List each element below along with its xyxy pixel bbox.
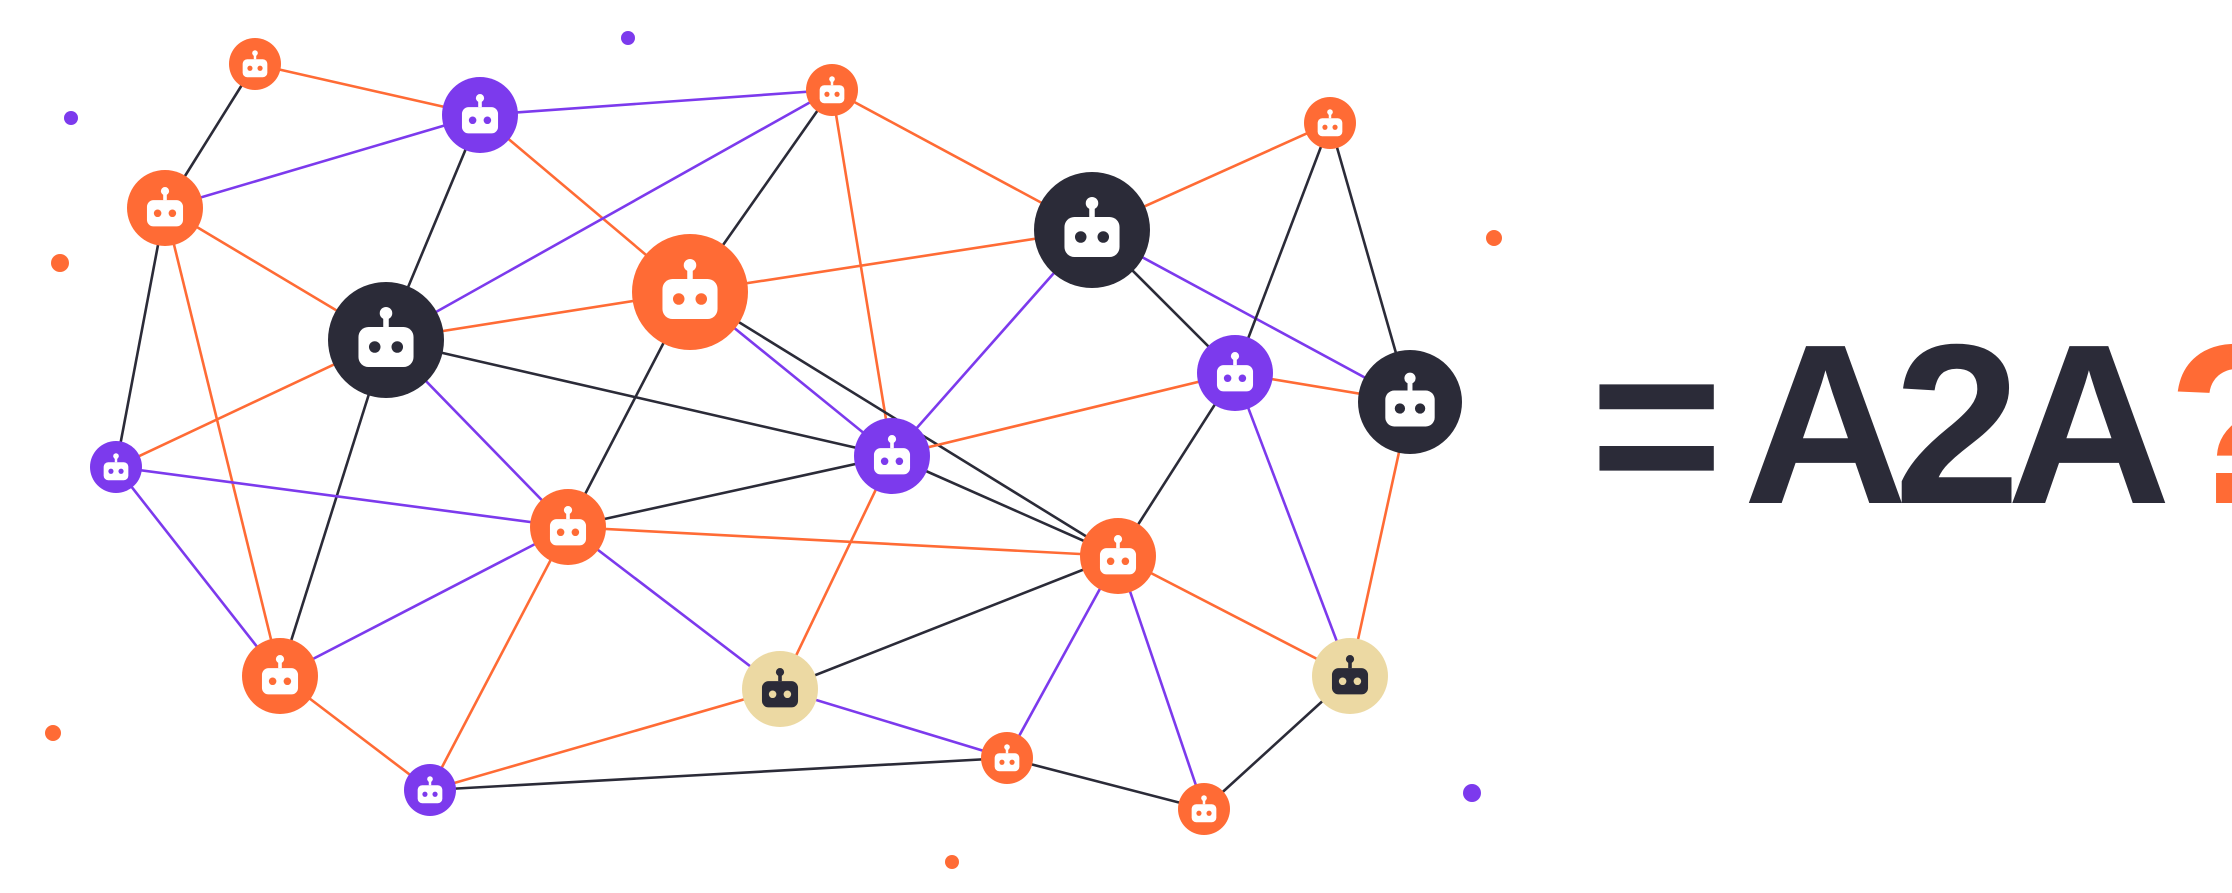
robot-icon xyxy=(1191,795,1217,823)
connection-line xyxy=(567,454,893,529)
agent-node xyxy=(530,489,606,565)
robot-icon xyxy=(549,506,587,546)
agent-node xyxy=(806,64,858,116)
agent-node xyxy=(442,77,518,153)
connection-line xyxy=(1233,372,1352,677)
robot-icon xyxy=(1385,372,1435,427)
agent-node xyxy=(1197,335,1273,411)
agent-node xyxy=(328,282,444,398)
connection-line xyxy=(1233,122,1332,374)
connection-line xyxy=(1091,228,1411,404)
connection-line xyxy=(385,88,833,342)
equals-sign: = xyxy=(1590,298,1723,552)
agent-node xyxy=(1304,97,1356,149)
connection-line xyxy=(891,371,1236,458)
scatter-dots xyxy=(45,31,1502,869)
robot-icon xyxy=(103,453,129,481)
connection-line xyxy=(429,687,781,792)
connection-line xyxy=(278,339,388,677)
connection-line xyxy=(1005,555,1120,759)
agent-node xyxy=(229,38,281,90)
connection-line xyxy=(115,465,569,529)
agent-node xyxy=(242,638,318,714)
connection-line xyxy=(1006,756,1205,811)
connection-line xyxy=(429,756,1008,792)
agent-node xyxy=(1034,172,1150,288)
agent-node xyxy=(981,732,1033,784)
robot-icon xyxy=(662,258,718,320)
connection-line xyxy=(1116,555,1206,810)
agent-node xyxy=(1312,638,1388,714)
scatter-dot xyxy=(45,725,61,741)
question-mark: ? xyxy=(2167,311,2232,539)
connection-line xyxy=(163,207,282,677)
connection-line xyxy=(567,525,1119,558)
robot-icon xyxy=(1317,109,1343,137)
robot-icon xyxy=(761,668,799,708)
connection-line xyxy=(254,62,481,117)
robot-icon xyxy=(873,435,911,475)
connection-line xyxy=(114,466,282,677)
headline-text: A2A xyxy=(1743,298,2171,552)
robot-icon xyxy=(819,76,845,104)
agent-nodes xyxy=(90,38,1462,835)
scatter-dot xyxy=(1486,230,1502,246)
scatter-dot xyxy=(1463,784,1481,802)
connection-line xyxy=(1117,554,1351,678)
connection-line xyxy=(779,687,1008,760)
connection-line xyxy=(891,454,1119,558)
agent-node xyxy=(127,170,203,246)
robot-icon xyxy=(1331,655,1369,695)
headline: = A2A ? xyxy=(1590,311,2232,539)
scatter-dot xyxy=(621,31,635,45)
agent-node xyxy=(854,418,930,494)
robot-icon xyxy=(242,50,268,78)
robot-icon xyxy=(994,744,1020,772)
robot-icon xyxy=(1099,535,1137,575)
robot-icon xyxy=(1216,352,1254,392)
agent-node xyxy=(632,234,748,350)
scatter-dot xyxy=(945,855,959,869)
agent-node xyxy=(1080,518,1156,594)
robot-icon xyxy=(358,306,414,368)
connection-line xyxy=(779,554,1119,691)
connection-line xyxy=(830,89,894,457)
agent-node xyxy=(1358,350,1462,454)
connection-line xyxy=(279,525,569,678)
robot-icon xyxy=(417,776,443,804)
network-edges xyxy=(114,62,1412,811)
scatter-dot xyxy=(51,254,69,272)
connection-line xyxy=(567,525,781,691)
robot-icon xyxy=(261,655,299,695)
connection-line xyxy=(114,207,167,468)
connection-line xyxy=(385,338,893,458)
connection-line xyxy=(428,526,570,791)
connection-line xyxy=(778,455,894,690)
connection-line xyxy=(479,88,833,117)
agent-node xyxy=(90,441,142,493)
connection-line xyxy=(689,228,1093,294)
scatter-dot xyxy=(64,111,78,125)
agent-node xyxy=(742,651,818,727)
robot-icon xyxy=(1064,196,1120,258)
agent-node xyxy=(404,764,456,816)
agent-node xyxy=(1178,783,1230,835)
robot-icon xyxy=(461,94,499,134)
robot-icon xyxy=(146,187,184,227)
connection-line xyxy=(164,113,481,210)
